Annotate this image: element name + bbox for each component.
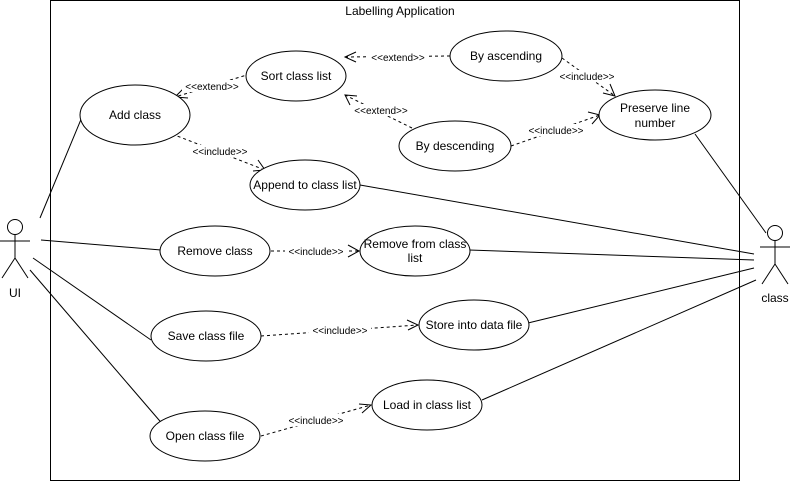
use-case-remove-from-class-list[interactable]: Remove from class list [359,225,471,277]
system-title: Labelling Application [345,4,454,18]
dep-sort-to-add [174,73,251,98]
use-case-store-into-data-file[interactable]: Store into data file [418,299,530,351]
use-case-add-class[interactable]: Add class [79,84,191,146]
arrowhead-include-preserve-top [602,83,616,97]
label-include-add-append: <<include>> [192,147,247,158]
actor-head-icon [7,219,23,235]
actor-leg-right-icon [774,263,789,285]
arrowhead-extend-sort-top [343,51,357,63]
assoc-ui-remove-class [40,239,162,251]
dep-descending-to-preserve [510,114,601,147]
actor-head-icon [767,225,783,241]
actor-leg-left-icon [761,263,776,285]
arrowhead-include-load [358,403,373,414]
assoc-class-load-in-class-list [481,279,757,401]
use-cases: Add class Sort class list By ascending B… [79,30,712,462]
assoc-ui-add-class [39,116,83,219]
label-include-descending-preserve: <<include>> [528,126,583,137]
use-case-by-descending[interactable]: By descending [398,120,512,172]
use-case-open-class-file[interactable]: Open class file [149,410,261,462]
assoc-ui-save-class-file [32,257,152,341]
use-case-label: By ascending [470,49,542,63]
use-case-preserve-line-number[interactable]: Preserve line number [598,89,712,141]
use-case-label: number [635,116,676,130]
actor-label: class [761,291,788,305]
use-case-label: list [408,251,423,265]
actor-leg-right-icon [14,257,29,279]
use-case-load-in-class-list[interactable]: Load in class list [371,379,483,431]
use-case-label: Remove class [177,244,252,258]
assoc-class-remove-from-class-list [468,249,755,261]
use-case-sort-class-list[interactable]: Sort class list [245,50,347,102]
assoc-class-store-into-data-file [527,267,755,324]
use-case-label: Append to class list [253,178,357,192]
actor-class[interactable]: class [760,225,790,306]
label-include-ascending-preserve: <<include>> [559,72,614,83]
dep-open-to-load [260,404,372,437]
use-case-label: Remove from class [364,237,467,251]
relationship-labels: <<extend>> <<extend>> <<extend>> <<inclu… [182,51,618,427]
arrowhead-include-store [406,319,420,331]
use-case-label: Preserve line [620,101,690,115]
label-extend-sort-add: <<extend>> [185,82,239,93]
actor-leg-left-icon [1,257,16,279]
use-case-label: Open class file [166,429,245,443]
actor-ui[interactable]: UI [0,219,30,301]
use-case-label: By descending [416,139,495,153]
label-include-save-store: <<include>> [312,326,367,337]
assoc-class-append-to-class-list [359,184,755,255]
actor-label: UI [9,286,21,300]
use-case-by-ascending[interactable]: By ascending [449,30,563,82]
arrowhead-extend-sort-bottom [344,94,358,106]
label-extend-descending-sort: <<extend>> [354,106,408,117]
use-case-label: Sort class list [261,69,332,83]
label-include-remove-removefrom: <<include>> [288,247,343,258]
use-case-label: Save class file [168,329,245,343]
association-lines [29,116,767,428]
assoc-ui-open-class-file [29,269,166,428]
assoc-class-preserve-line-number [694,133,767,234]
use-case-label: Store into data file [426,318,523,332]
use-case-label: Add class [109,108,161,122]
label-extend-ascending-sort: <<extend>> [371,53,425,64]
use-case-label: Load in class list [383,398,472,412]
use-case-append-to-class-list[interactable]: Append to class list [249,159,361,211]
arrowhead-include-removefrom [347,244,361,258]
use-case-save-class-file[interactable]: Save class file [150,310,262,362]
use-case-remove-class[interactable]: Remove class [159,225,271,277]
label-include-open-load: <<include>> [288,416,343,427]
